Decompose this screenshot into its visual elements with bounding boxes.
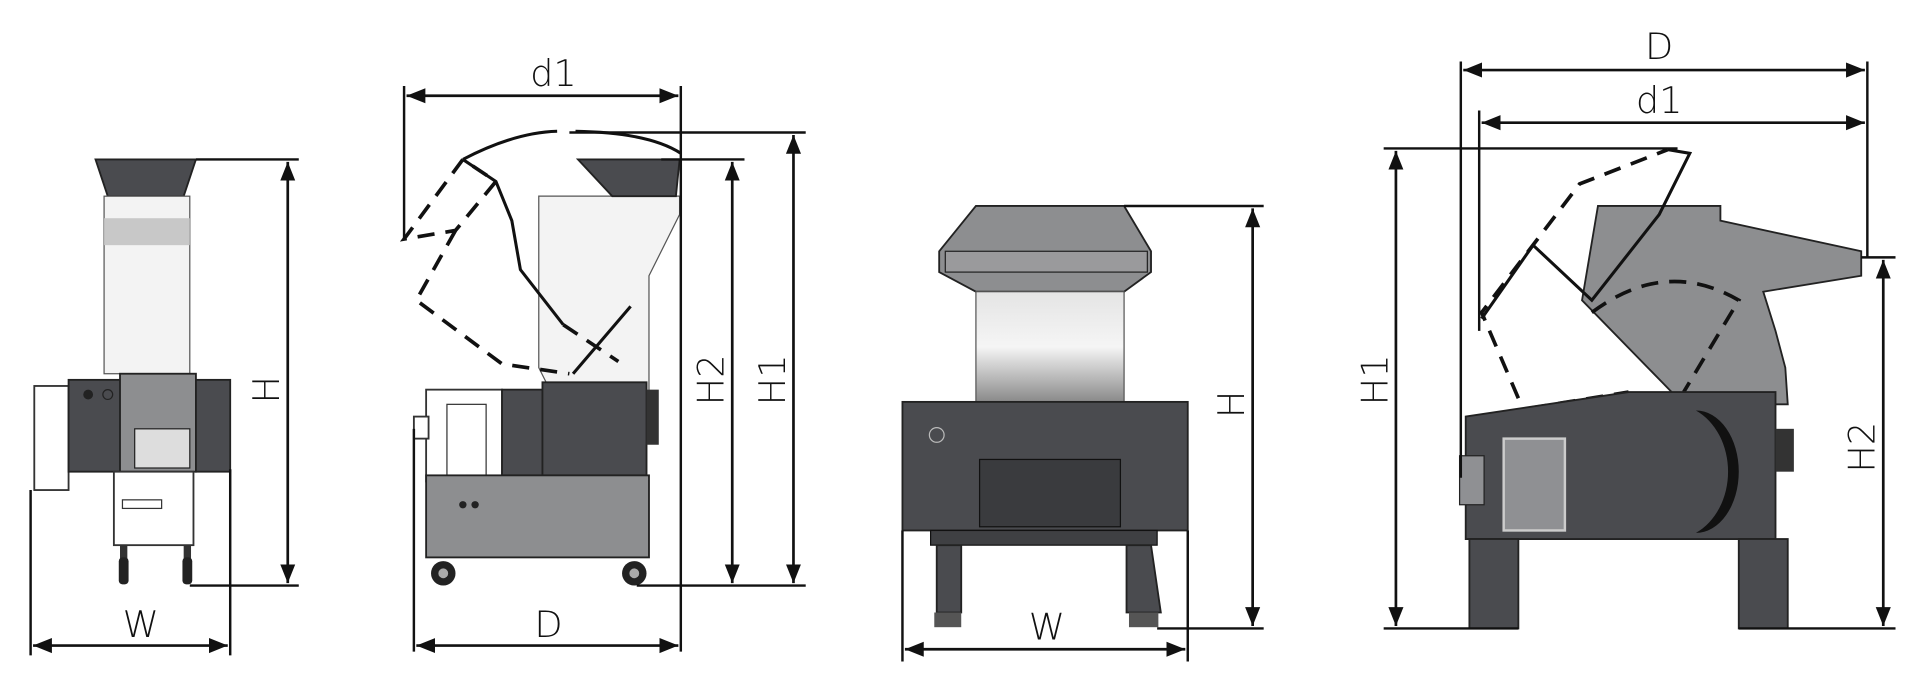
feed-column	[975, 291, 1125, 403]
large-front-view: H W	[901, 204, 1264, 662]
opening-depth-label: d1	[1636, 79, 1683, 122]
height-label: H	[1210, 391, 1253, 419]
height-label: H	[245, 376, 288, 404]
small-side-view: d1 D H2 H1	[399, 52, 806, 654]
leg	[935, 544, 963, 614]
cutting-chamber	[978, 458, 1122, 528]
opening-depth-label: d1	[530, 52, 577, 95]
height-2-label: H2	[690, 354, 733, 405]
width-label: W	[1029, 605, 1065, 648]
caster-wheel	[182, 557, 193, 585]
hopper	[575, 158, 681, 198]
leg	[1468, 538, 1520, 630]
left-cabinet	[67, 378, 123, 473]
caster-wheel	[118, 557, 129, 585]
cutting-chamber	[541, 381, 648, 477]
right-cabinet	[195, 378, 232, 473]
leg	[1125, 544, 1162, 614]
depth-label: D	[534, 603, 562, 646]
height-1-label: H1	[751, 354, 794, 405]
width-label: W	[123, 603, 159, 646]
feed-column	[538, 195, 681, 405]
base-frame	[425, 474, 650, 559]
depth-label: D	[1645, 25, 1673, 68]
small-front-view: H W	[29, 158, 299, 656]
motor-housing	[33, 385, 70, 491]
rotor-guard	[1695, 410, 1739, 533]
height-2-label: H2	[1841, 422, 1884, 473]
large-side-view: D d1 H1 H2	[1353, 25, 1896, 630]
column-band	[104, 218, 190, 246]
hopper	[938, 205, 1152, 293]
leg	[1737, 538, 1789, 630]
hopper	[1581, 205, 1863, 406]
hopper	[94, 158, 198, 198]
motor-cover	[1502, 437, 1567, 532]
height-1-label: H1	[1353, 354, 1396, 405]
